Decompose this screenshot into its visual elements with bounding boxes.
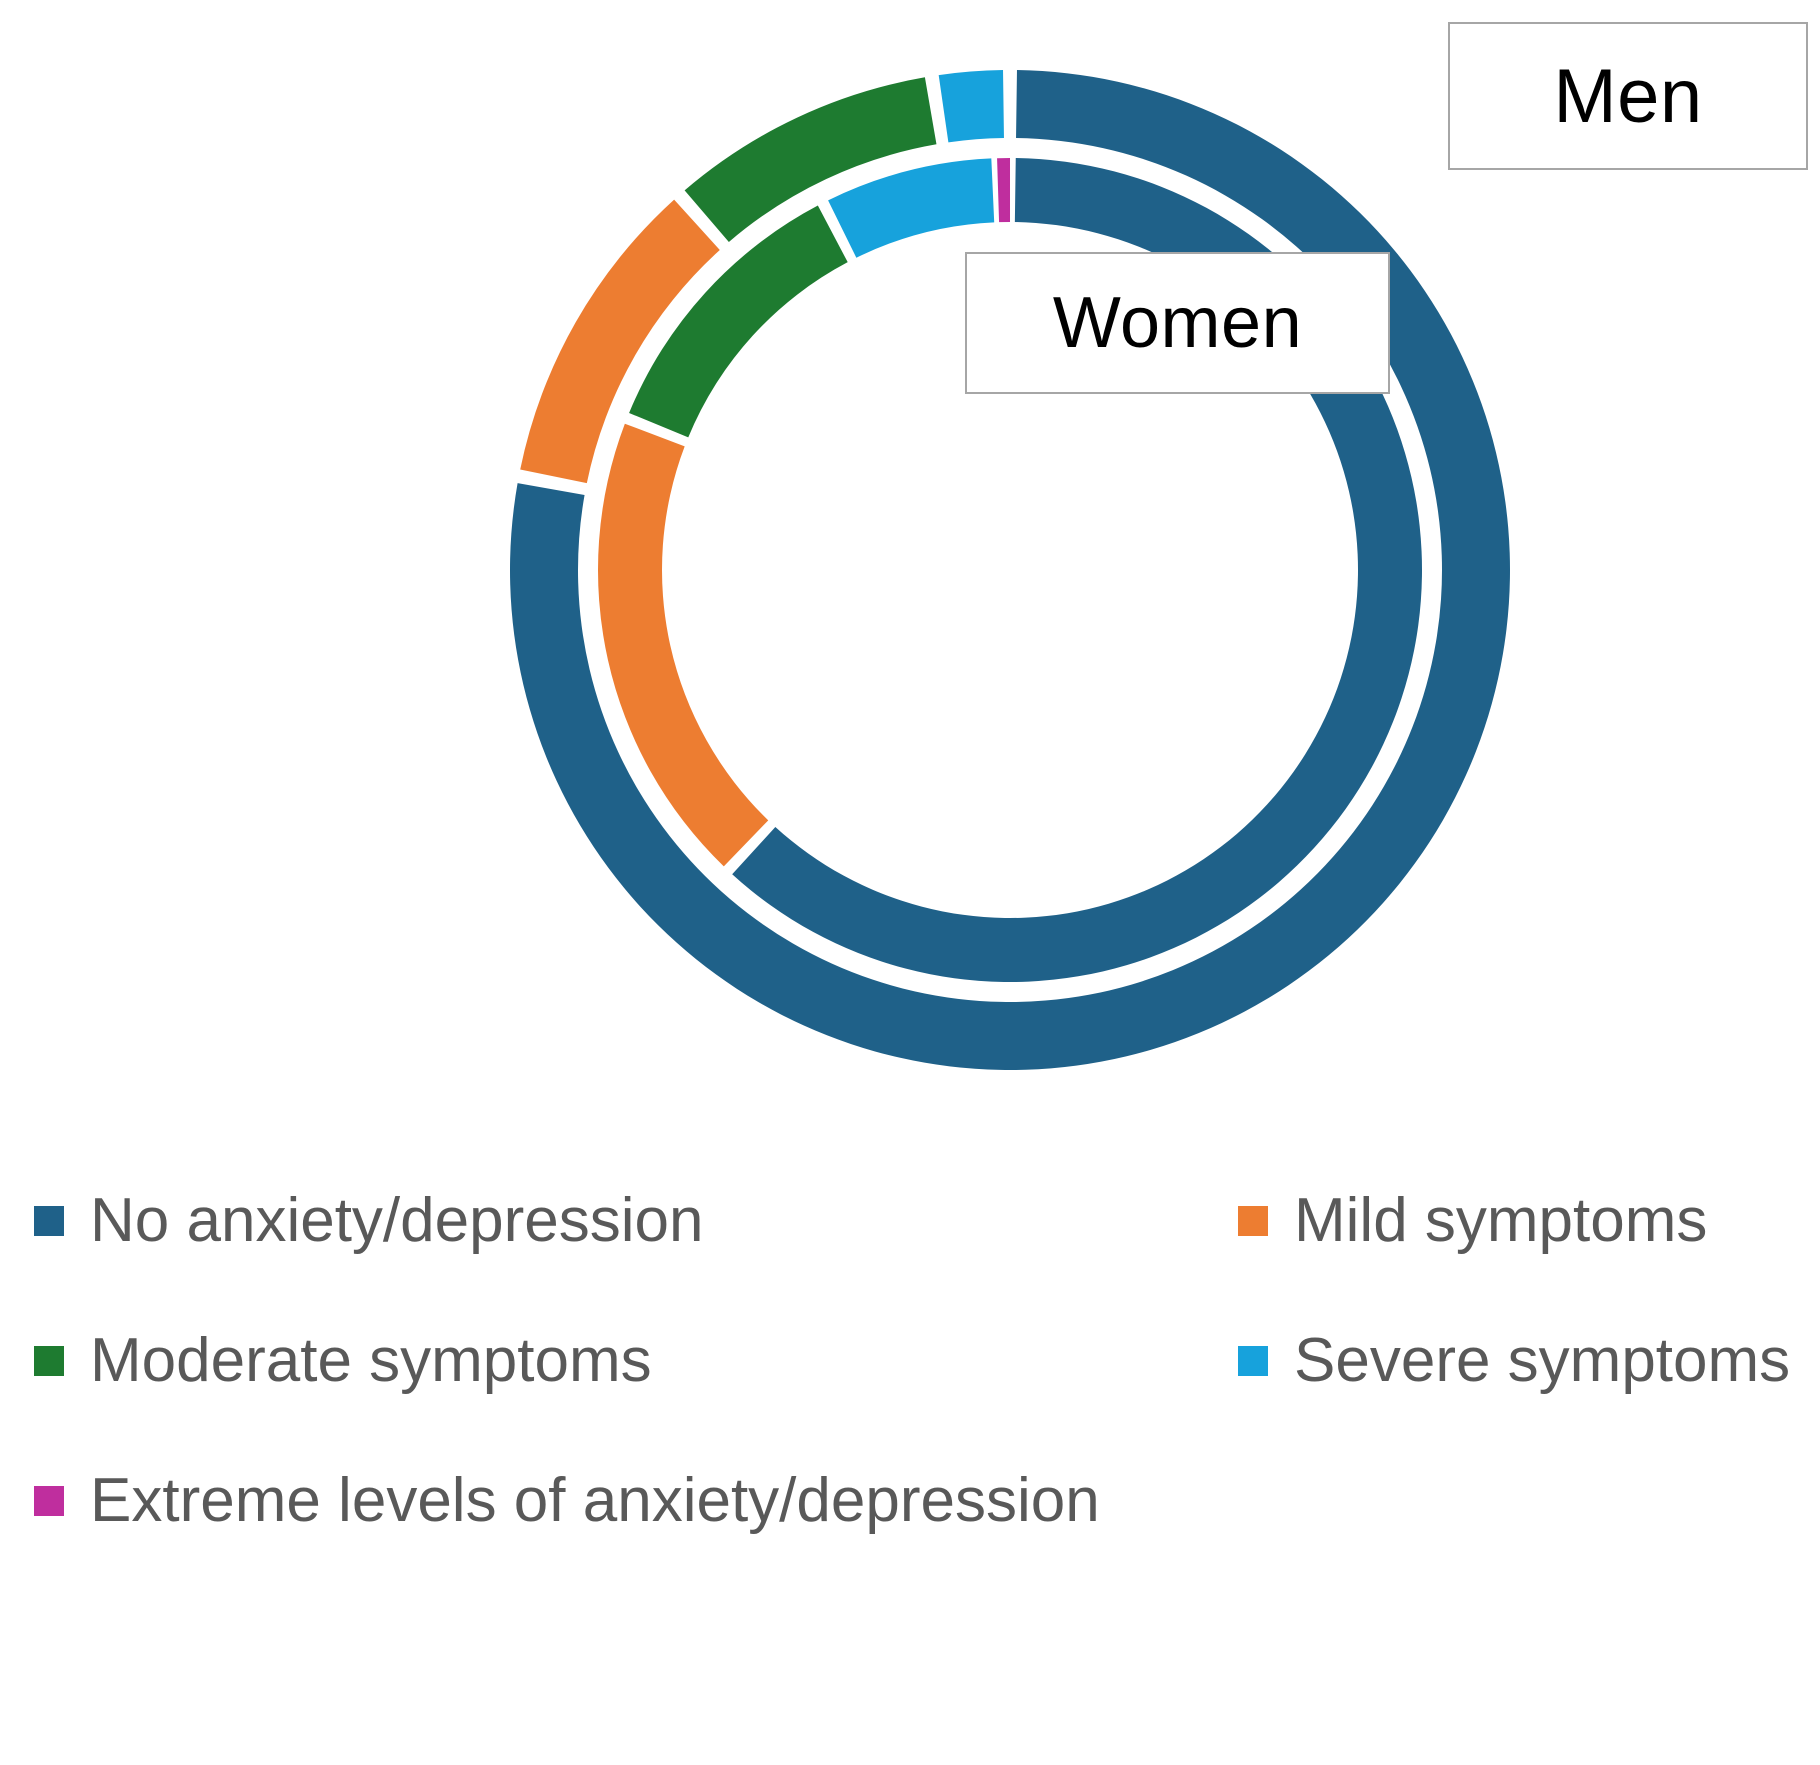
slice-men-severe-symptoms[interactable] [938,70,1004,143]
slice-men-mild-symptoms[interactable] [520,199,720,484]
legend-swatch-mild-symptoms [1238,1206,1268,1236]
outer-ring-men [510,70,1510,1071]
legend-label-mild-symptoms: Mild symptoms [1294,1186,1708,1255]
legend-swatch-moderate-symptoms [34,1346,64,1376]
legend-item-severe-symptoms[interactable]: Severe symptoms [1238,1330,1790,1392]
slice-men-moderate-symptoms[interactable] [684,77,937,242]
chart-legend: No anxiety/depression Mild symptoms Mode… [0,1170,1820,1765]
slice-women-mild-symptoms[interactable] [598,423,769,867]
legend-label-severe-symptoms: Severe symptoms [1294,1326,1791,1395]
series-label-women: Women [965,252,1390,394]
series-label-men-text: Men [1553,53,1703,139]
legend-item-extreme-levels[interactable]: Extreme levels of anxiety/depression [34,1470,1100,1532]
slice-women-moderate-symptoms[interactable] [629,205,848,438]
slice-women-extreme-levels-of-anxiety-depression[interactable] [997,158,1010,223]
legend-swatch-no-anxiety-depression [34,1206,64,1236]
slice-women-severe-symptoms[interactable] [828,158,995,258]
chart-area: Men Women [510,22,1808,1071]
series-label-men: Men [1448,22,1808,170]
legend-label-moderate-symptoms: Moderate symptoms [90,1326,652,1395]
slice-women-no-anxiety-depression[interactable] [732,158,1423,982]
legend-label-no-anxiety-depression: No anxiety/depression [90,1186,704,1255]
legend-item-mild-symptoms[interactable]: Mild symptoms [1238,1190,1707,1252]
legend-label-extreme-levels: Extreme levels of anxiety/depression [90,1466,1100,1535]
nested-doughnut-chart [510,70,1510,1071]
legend-item-moderate-symptoms[interactable]: Moderate symptoms [34,1330,652,1392]
legend-swatch-extreme-levels [34,1486,64,1516]
inner-ring-women [598,158,1423,982]
series-label-women-text: Women [1052,283,1303,363]
legend-item-no-anxiety-depression[interactable]: No anxiety/depression [34,1190,703,1252]
legend-swatch-severe-symptoms [1238,1346,1268,1376]
